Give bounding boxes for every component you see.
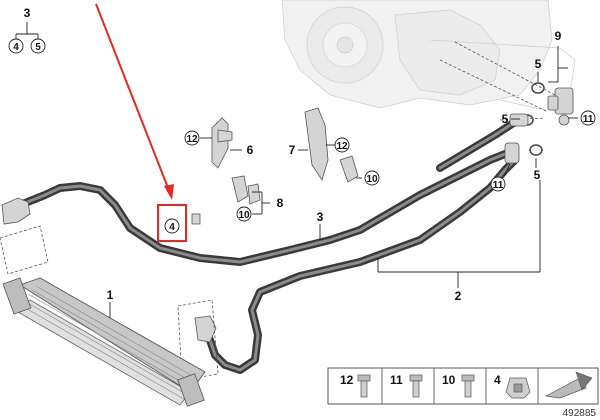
svg-text:12: 12 — [336, 141, 348, 152]
svg-text:7: 7 — [289, 143, 296, 157]
svg-text:11: 11 — [390, 373, 403, 387]
callout-11-mid: 11 — [490, 176, 506, 192]
callout-12-left: 12 — [184, 130, 200, 146]
clip-icon — [505, 377, 531, 399]
arrow-icon — [544, 371, 593, 399]
diagram-id: 492885 — [563, 408, 597, 419]
svg-text:4: 4 — [494, 373, 501, 387]
screw-icon — [409, 374, 423, 398]
callout-5-mid: 5 — [502, 112, 509, 126]
callout-2: 2 — [455, 289, 462, 303]
svg-text:4: 4 — [169, 222, 175, 233]
svg-text:12: 12 — [340, 373, 354, 387]
legend-item-10: 10 — [442, 373, 475, 398]
cooler-hoses — [1, 113, 529, 374]
callout-5-top: 5 — [535, 57, 542, 71]
fitting-block — [520, 82, 574, 156]
callout-3-legend: 3 — [24, 6, 31, 20]
screw-icon — [357, 374, 371, 398]
callout-6: 6 — [247, 143, 254, 157]
svg-text:8: 8 — [277, 196, 284, 210]
leader-lines — [15, 22, 578, 318]
bracket-8 — [231, 175, 261, 205]
svg-text:5: 5 — [534, 168, 541, 182]
svg-text:1: 1 — [107, 288, 114, 302]
screw-icon — [461, 374, 475, 398]
transmission-housing — [281, 0, 576, 111]
svg-text:2: 2 — [455, 289, 462, 303]
svg-text:12: 12 — [186, 134, 198, 145]
svg-text:11: 11 — [493, 180, 504, 191]
callout-3: 3 — [317, 210, 324, 224]
svg-text:5: 5 — [535, 57, 542, 71]
callout-5-legend: 5 — [30, 38, 46, 54]
svg-text:3: 3 — [317, 210, 324, 224]
legend-item-4: 4 — [494, 373, 531, 399]
callout-10-mid: 10 — [364, 170, 380, 186]
svg-text:3: 3 — [24, 6, 31, 20]
svg-text:10: 10 — [442, 373, 456, 387]
callout-5-lower: 5 — [534, 168, 541, 182]
svg-text:10: 10 — [366, 174, 378, 185]
svg-text:6: 6 — [247, 143, 254, 157]
red-highlight-box — [157, 204, 187, 242]
callout-10-lower: 10 — [236, 206, 252, 222]
callout-11-right: 11 — [580, 110, 596, 126]
callout-9: 9 — [555, 29, 562, 43]
callout-12-mid: 12 — [334, 137, 350, 153]
bracket-6 — [211, 117, 233, 169]
small-parts-legend: 12 11 10 4 — [327, 367, 599, 405]
callout-4-highlighted: 4 — [164, 218, 180, 234]
callout-7: 7 — [289, 143, 296, 157]
red-arrow-annotation — [95, 3, 187, 242]
svg-text:10: 10 — [238, 210, 250, 221]
legend-item-11: 11 — [390, 373, 423, 398]
svg-text:5: 5 — [502, 112, 509, 126]
svg-text:5: 5 — [35, 42, 41, 53]
transmission-oil-cooler — [2, 277, 206, 407]
callout-4-legend: 4 — [8, 38, 24, 54]
svg-text:11: 11 — [583, 114, 594, 125]
svg-text:9: 9 — [555, 29, 562, 43]
callout-1: 1 — [107, 288, 114, 302]
legend-item-arrow — [544, 371, 593, 399]
legend-item-12: 12 — [340, 373, 371, 398]
bracket-7 — [304, 107, 359, 183]
cooler-guides — [0, 225, 219, 381]
callout-8: 8 — [277, 196, 284, 210]
clip-4 — [191, 213, 201, 225]
svg-text:4: 4 — [13, 42, 19, 53]
